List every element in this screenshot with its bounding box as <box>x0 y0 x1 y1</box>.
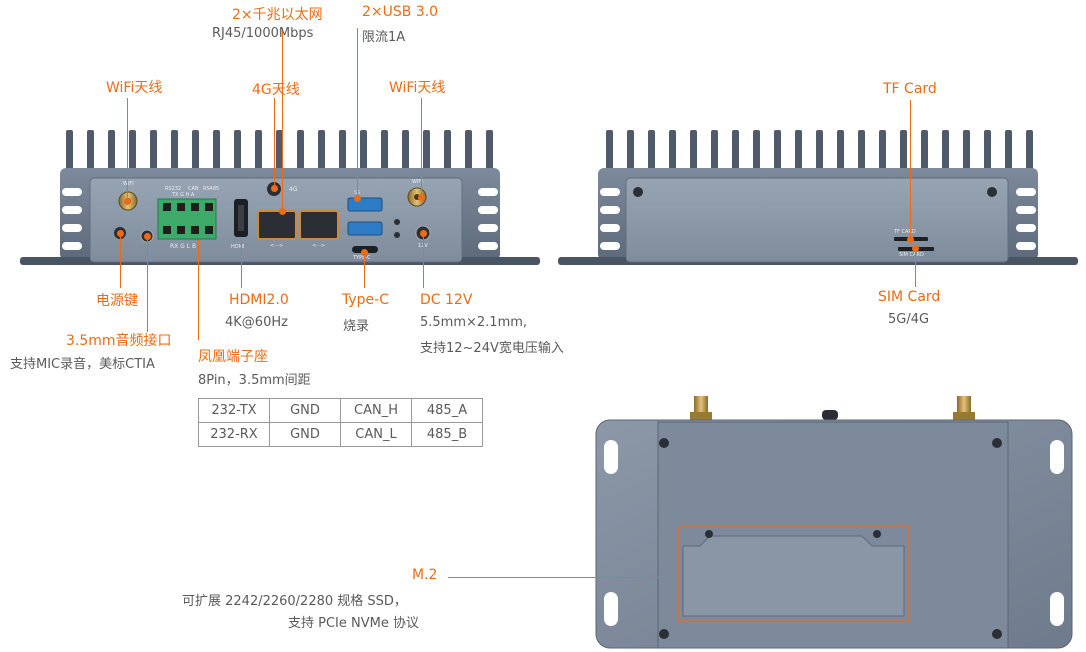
silk-rs232: RS232 <box>165 186 182 192</box>
table-cell: 232-TX <box>198 398 270 423</box>
label-phoenix-title: 凤凰端子座 <box>198 349 268 365</box>
silk-dc: 12V <box>418 243 428 249</box>
silk-can: CAN <box>188 186 199 192</box>
table-cell: GND <box>269 422 341 447</box>
label-typec-sub: 烧录 <box>343 319 370 334</box>
silk-pins-bottom: RX G L B <box>170 243 197 250</box>
label-m2-title: M.2 <box>412 567 438 583</box>
front-view <box>20 130 540 265</box>
silk-4g: 4G <box>289 186 298 193</box>
label-power-key: 电源键 <box>96 293 138 309</box>
label-phoenix-sub: 8Pin，3.5mm间距 <box>198 373 311 388</box>
table-row: 232-TX GND CAN_H 485_A <box>198 398 483 423</box>
bottom-view <box>595 396 1073 649</box>
silk-wifi-left: WIFI <box>123 181 134 187</box>
table-cell: 485_B <box>411 422 483 447</box>
silk-hdmi: HDMI <box>231 244 245 250</box>
table-row: 232-RX GND CAN_L 485_B <box>198 422 483 447</box>
label-sim-sub: 5G/4G <box>888 312 930 327</box>
label-audio-title: 3.5mm音频接口 <box>66 333 172 349</box>
silk-wifi-right: WIFI <box>412 179 423 185</box>
rear-view <box>558 130 1078 265</box>
table-cell: 232-RX <box>198 422 270 447</box>
label-wifi-right: WiFi天线 <box>389 80 446 96</box>
table-cell: CAN_L <box>340 422 412 447</box>
silk-pins-top: TX G H A <box>172 192 195 198</box>
label-sim-title: SIM Card <box>878 289 941 305</box>
label-hdmi-title: HDMI2.0 <box>229 292 289 308</box>
pin-table: 232-TX GND CAN_H 485_A 232-RX GND CAN_L … <box>198 398 483 447</box>
label-m2-sub-1: 可扩展 2242/2260/2280 规格 SSD， <box>182 594 407 609</box>
label-lan-sub: RJ45/1000Mbps <box>212 26 314 41</box>
table-cell: CAN_H <box>340 398 412 423</box>
label-usb-title: 2×USB 3.0 <box>362 4 439 20</box>
label-dc-title: DC 12V <box>420 292 473 308</box>
table-cell: 485_A <box>411 398 483 423</box>
label-lan-title: 2×千兆以太网 <box>232 7 323 23</box>
label-usb-sub: 限流1A <box>362 30 406 45</box>
silk-rs485: RS485 <box>203 186 220 192</box>
silk-tf: TF CARD <box>894 229 916 235</box>
label-m2-sub-2: 支持 PCIe NVMe 协议 <box>288 616 419 631</box>
label-tf-card: TF Card <box>883 81 937 97</box>
label-hdmi-sub: 4K@60Hz <box>225 315 288 330</box>
label-audio-sub: 支持MIC录音，美标CTIA <box>10 357 155 372</box>
label-dc-sub-2: 支持12~24V宽电压输入 <box>420 341 564 356</box>
label-dc-sub-1: 5.5mm×2.1mm, <box>420 315 528 330</box>
silk-lan-1: <···> <box>270 243 284 249</box>
silk-typec: TYPE-C <box>353 255 371 261</box>
label-4g-antenna: 4G天线 <box>252 82 300 98</box>
label-typec-title: Type-C <box>342 292 389 308</box>
table-cell: GND <box>269 398 341 423</box>
silk-lan-2: <···> <box>312 243 326 249</box>
label-wifi-left: WiFi天线 <box>106 80 163 96</box>
silk-sim: SIM CARD <box>899 252 924 258</box>
